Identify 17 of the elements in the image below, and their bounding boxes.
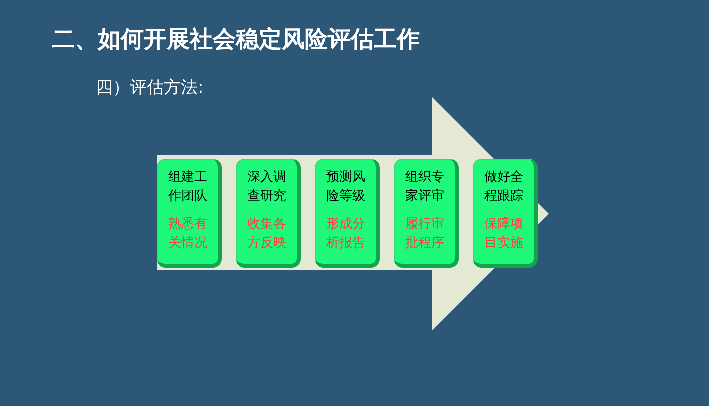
step-note: 保障项目实施 bbox=[484, 216, 524, 253]
step-box bbox=[157, 159, 222, 268]
step-note: 形成分析报告 bbox=[326, 216, 366, 253]
step-note: 履行审批程序 bbox=[404, 216, 446, 253]
step-note: 收集各方反映 bbox=[246, 216, 288, 253]
step-box bbox=[236, 159, 301, 268]
step-text: 组建工作团队 bbox=[168, 169, 208, 206]
step-text: 深入调查研究 bbox=[246, 169, 288, 206]
step-note: 熟悉有关情况 bbox=[168, 216, 208, 253]
step-text: 做好全程跟踪 bbox=[484, 169, 524, 206]
step-box bbox=[394, 159, 459, 268]
subheading: 四）评估方法: bbox=[96, 77, 204, 99]
step-text: 预测风险等级 bbox=[326, 169, 366, 206]
step-box bbox=[315, 159, 380, 268]
slide-title: 二、如何开展社会稳定风险评估工作 bbox=[52, 26, 420, 55]
step-text: 组织专家评审 bbox=[404, 169, 446, 206]
step-box bbox=[473, 159, 538, 268]
